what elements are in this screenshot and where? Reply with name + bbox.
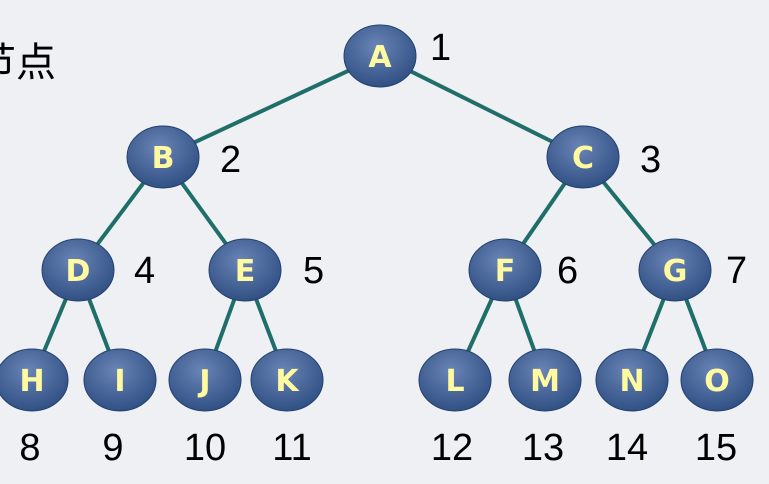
- node-number-h: 8: [19, 427, 40, 469]
- node-circle: [41, 238, 115, 302]
- node-number-g: 7: [726, 250, 747, 292]
- node-circle: [680, 348, 754, 412]
- node-label: B: [152, 141, 175, 176]
- node-label: A: [368, 40, 392, 75]
- node-number-d: 4: [134, 250, 155, 292]
- node-label: D: [66, 254, 91, 289]
- tree-node-i: I: [83, 348, 157, 412]
- tree-node-b: B: [126, 125, 200, 189]
- tree-node-m: M: [508, 348, 582, 412]
- node-label: F: [495, 254, 516, 289]
- node-label: N: [619, 364, 644, 399]
- node-number-n: 14: [606, 427, 648, 469]
- node-circle: [546, 125, 620, 189]
- node-number-e: 5: [303, 250, 324, 292]
- node-label: J: [197, 364, 210, 399]
- tree-node-h: H: [0, 348, 69, 412]
- tree-node-a: A: [343, 24, 417, 88]
- node-circle: [418, 348, 492, 412]
- edge-a-c: [379, 54, 584, 159]
- node-number-m: 13: [522, 427, 564, 469]
- node-label: O: [704, 364, 730, 399]
- heading-text: 节点: [0, 40, 56, 86]
- tree-node-g: G: [638, 238, 712, 302]
- node-number-j: 10: [184, 427, 226, 469]
- node-circle: [208, 238, 282, 302]
- node-label: K: [275, 364, 300, 399]
- tree-node-e: E: [208, 238, 282, 302]
- node-number-i: 9: [102, 427, 123, 469]
- edge-a-b: [162, 54, 381, 159]
- tree-node-j: J: [168, 348, 242, 412]
- node-number-l: 12: [431, 427, 473, 469]
- tree-node-f: F: [468, 238, 542, 302]
- node-label: E: [235, 254, 256, 289]
- tree-node-c: C: [546, 125, 620, 189]
- node-circle: [468, 238, 542, 302]
- node-label: C: [572, 141, 594, 176]
- tree-node-k: K: [250, 348, 324, 412]
- tree-node-l: L: [418, 348, 492, 412]
- node-number-f: 6: [557, 250, 578, 292]
- node-label: L: [445, 364, 464, 399]
- node-circle: [83, 348, 157, 412]
- node-circle: [638, 238, 712, 302]
- tree-node-n: N: [595, 348, 669, 412]
- node-number-o: 15: [695, 427, 737, 469]
- edges-layer: [30, 54, 719, 381]
- nodes-layer: A 1B 2 C 3D 4 E 5 F 6 G 7H 8 I 9 J 10 K 11 L 12 M 13 N 14 O 15: [0, 24, 754, 469]
- node-number-a: 1: [430, 27, 451, 69]
- tree-node-o: O: [680, 348, 754, 412]
- node-circle: [168, 348, 242, 412]
- node-number-k: 11: [272, 427, 311, 469]
- node-circle: [508, 348, 582, 412]
- node-number-c: 3: [640, 139, 661, 181]
- node-circle: [126, 125, 200, 189]
- node-circle: [0, 348, 69, 412]
- node-circle: [250, 348, 324, 412]
- node-label: I: [114, 364, 125, 399]
- node-label: M: [530, 364, 560, 399]
- node-number-b: 2: [220, 139, 241, 181]
- tree-node-d: D: [41, 238, 115, 302]
- node-label: H: [19, 364, 44, 399]
- node-label: G: [663, 254, 688, 289]
- node-circle: [595, 348, 669, 412]
- node-circle: [343, 24, 417, 88]
